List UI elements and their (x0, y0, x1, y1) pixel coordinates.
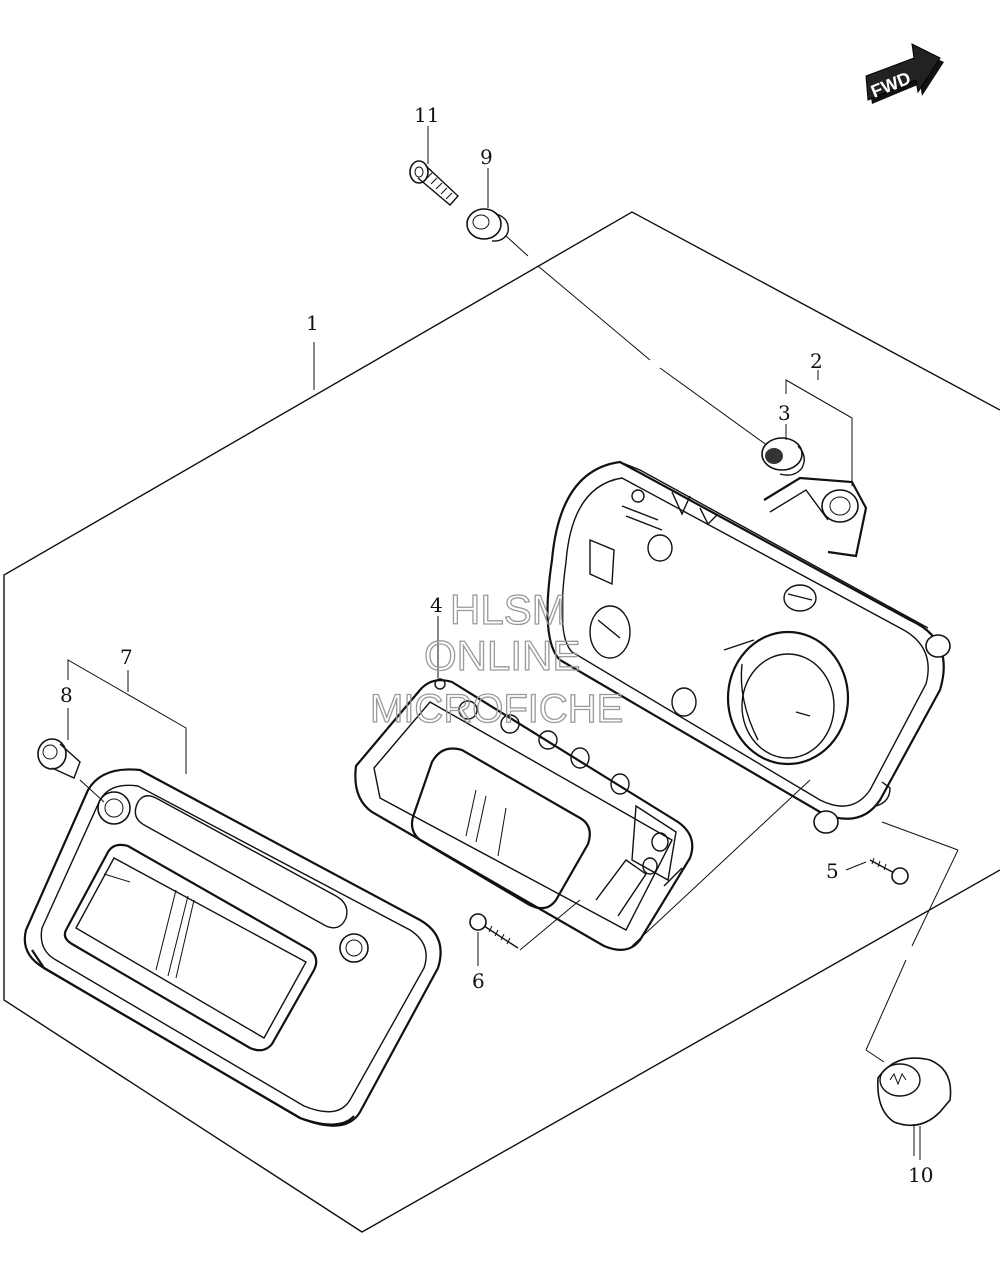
callout-10: 10 (908, 1163, 933, 1187)
fwd-arrow-icon: FWD (865, 43, 944, 104)
callout-labels: 1 2 3 4 5 6 7 8 9 10 11 (60, 103, 933, 1187)
watermark-line1: HLSM (450, 586, 567, 633)
callout-11: 11 (414, 103, 439, 127)
callout-4: 4 (430, 593, 443, 617)
callout-6: 6 (472, 969, 485, 993)
grommet-part-9 (466, 208, 509, 242)
assembly-boundary (3, 211, 1000, 1233)
callout-3: 3 (778, 401, 791, 425)
bracket-part-2 (763, 476, 868, 558)
callout-1: 1 (306, 311, 319, 335)
watermark: HLSM ONLINE MICROFICHE (369, 585, 624, 731)
leader-housing-to-10 (865, 821, 959, 1063)
leader-9-to-3 (505, 235, 769, 447)
grommet-part-3 (761, 437, 805, 476)
callout-9: 9 (480, 145, 493, 169)
watermark-line3: MICROFICHE (370, 687, 623, 731)
callout-leaders (67, 126, 921, 1160)
bulb-part-10 (877, 1057, 952, 1156)
bolt-part-8 (37, 738, 105, 803)
callout-7: 7 (120, 645, 133, 669)
meter-front-cover-part-7 (23, 768, 442, 1127)
callout-5: 5 (826, 859, 839, 883)
screw-part-11 (409, 160, 459, 206)
screw-part-6 (469, 913, 519, 966)
meter-rear-housing (546, 460, 951, 834)
screw-part-5 (845, 857, 909, 885)
meter-inner-panel-part-4 (354, 678, 694, 951)
watermark-line2: ONLINE (424, 632, 580, 679)
callout-8: 8 (60, 683, 73, 707)
callout-2: 2 (810, 349, 823, 373)
leader-4-to-housing (519, 779, 811, 951)
